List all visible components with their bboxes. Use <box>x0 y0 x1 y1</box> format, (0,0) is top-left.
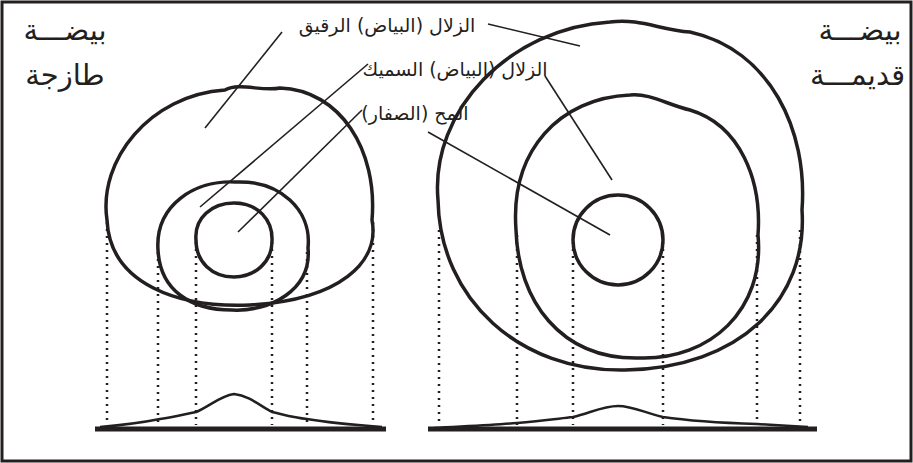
egg-title: بيضـــة طازجة <box>20 8 110 98</box>
leader-line <box>205 32 282 128</box>
base-line <box>428 427 817 432</box>
thin-albumen-outline <box>106 87 373 305</box>
old-egg-profile <box>434 406 808 428</box>
side-profiles <box>95 394 817 429</box>
projection-line <box>106 222 109 425</box>
projection-line <box>271 242 274 425</box>
projection-line <box>799 230 802 425</box>
part-label: الزلال (البياض) الرقيق <box>282 14 492 37</box>
thick-albumen-outline <box>158 182 308 310</box>
leader-lines <box>200 24 612 235</box>
leader-line <box>545 76 612 180</box>
projection-lines <box>107 222 800 425</box>
leader-line <box>238 110 362 232</box>
base-line <box>95 427 386 432</box>
projection-line <box>195 242 198 425</box>
fresh-egg <box>106 87 373 310</box>
egg-title: بيضـــة قديمـــة <box>815 8 905 98</box>
fresh-egg-profile <box>100 394 382 427</box>
leader-line <box>488 24 580 46</box>
projection-line <box>157 252 160 425</box>
projection-line <box>516 235 519 425</box>
projection-line <box>372 222 375 425</box>
thick-albumen-outline <box>516 95 759 358</box>
projection-line <box>756 235 759 425</box>
projection-line <box>662 242 665 425</box>
part-label: المح (الصفار) <box>355 102 475 125</box>
projection-line <box>438 230 441 425</box>
part-label: الزلال (البياض) السميك <box>355 58 555 81</box>
yolk-outline <box>196 203 272 277</box>
leader-line <box>428 132 610 235</box>
projection-line <box>306 252 309 425</box>
leader-line <box>200 64 368 207</box>
projection-line <box>572 242 575 425</box>
yolk-outline <box>573 195 663 285</box>
